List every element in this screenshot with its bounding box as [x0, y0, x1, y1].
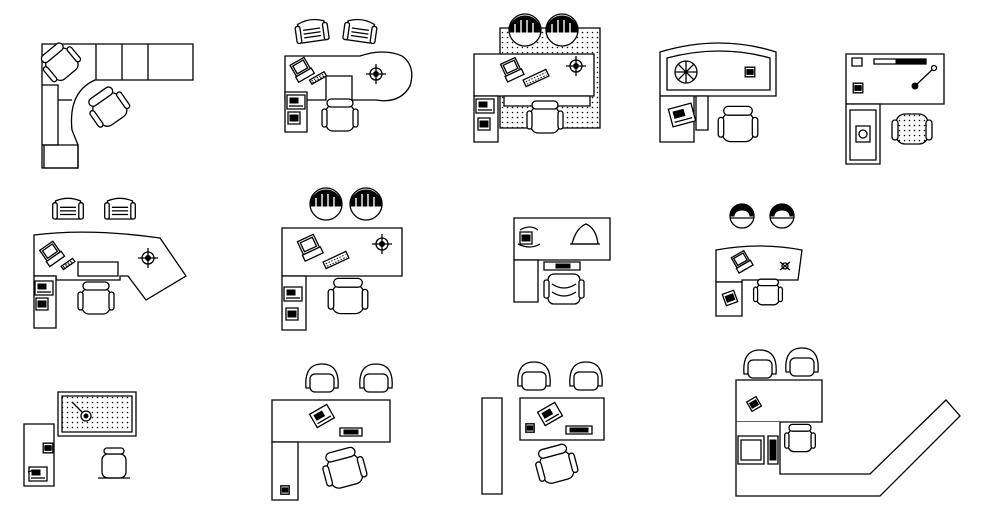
layout-10-desk-with-dotted-rug — [24, 392, 136, 486]
layout-4-bow-front-desk — [660, 43, 776, 142]
layout-12-desk-with-credenza — [482, 361, 604, 494]
layout-9-curved-desk — [716, 203, 802, 316]
layout-3-desk-on-rug — [474, 13, 600, 142]
layout-6-angled-executive-desk — [34, 197, 186, 328]
layout-8-compact-l-desk — [514, 218, 610, 304]
layout-11-rectangular-desk — [272, 363, 393, 500]
layout-7-rectangular-desk — [282, 187, 402, 330]
layout-13-desk-with-angled-counter — [736, 347, 960, 496]
layout-1-l-shaped-workstation — [35, 37, 193, 168]
layout-5-rectangular-desk — [846, 54, 944, 164]
layout-2-curved-executive-desk — [285, 16, 412, 132]
